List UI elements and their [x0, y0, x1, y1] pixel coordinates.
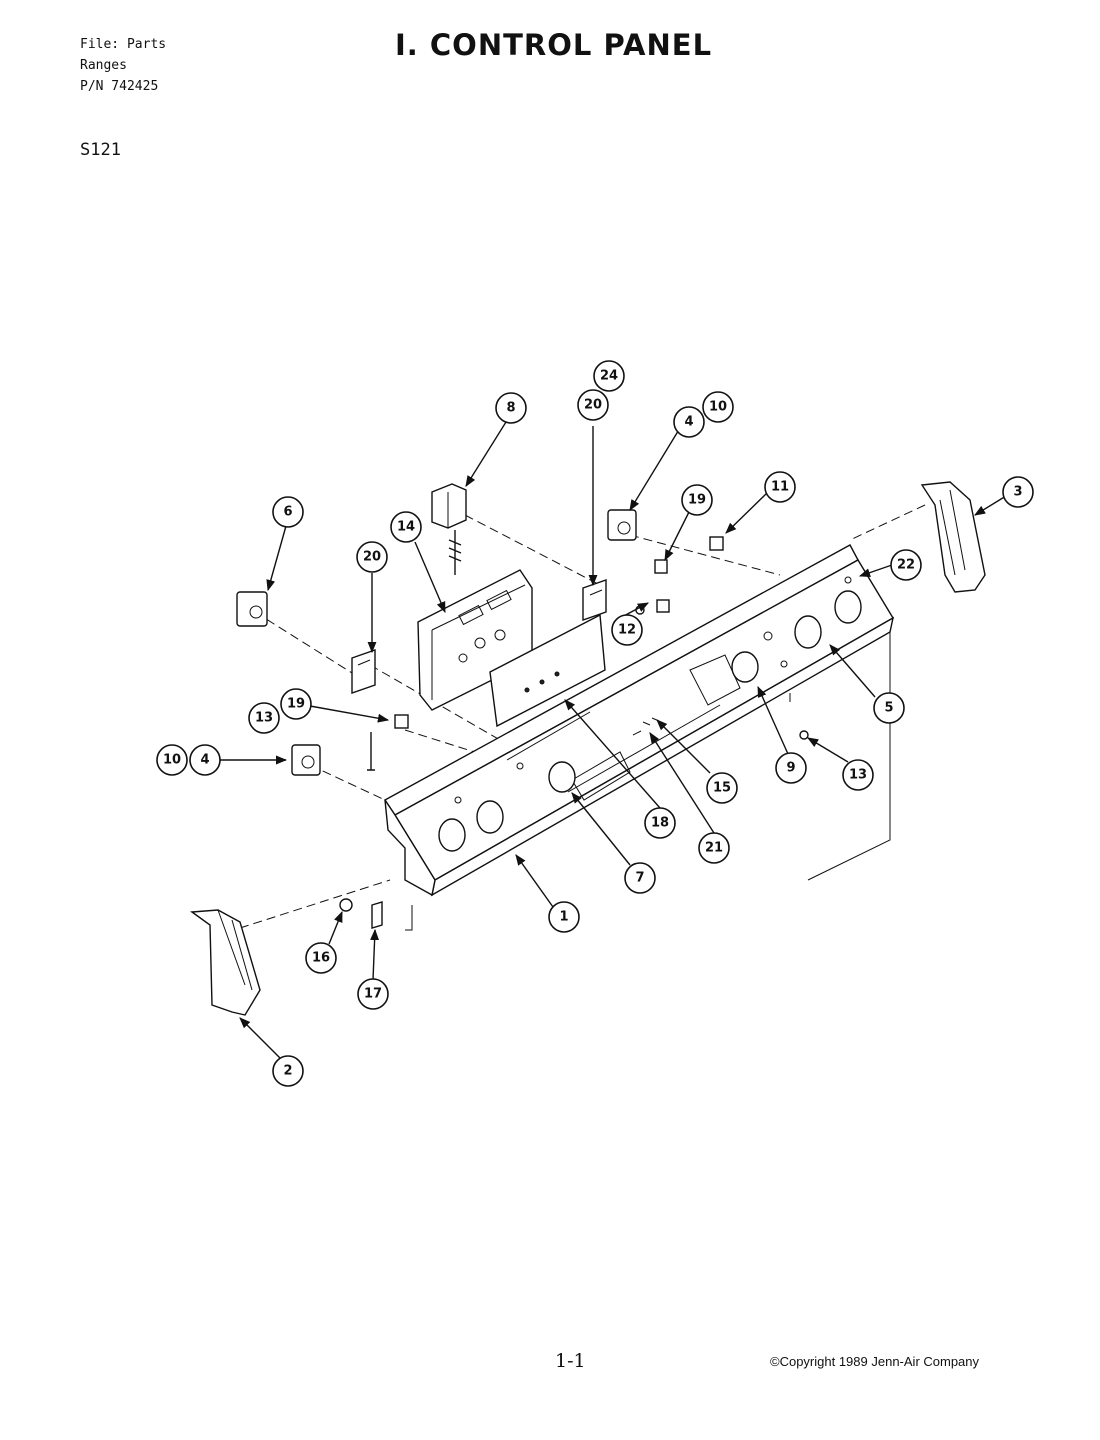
- leader-arrows: [220, 421, 1007, 1059]
- svg-text:11: 11: [771, 480, 789, 495]
- clip-17: [371, 901, 383, 929]
- svg-text:17: 17: [364, 987, 382, 1002]
- callout-7: 7: [624, 862, 656, 894]
- screw-13-right: [799, 730, 809, 740]
- callout-6: 6: [272, 496, 304, 528]
- callout-20-right: 20: [577, 389, 609, 421]
- svg-text:14: 14: [397, 520, 415, 535]
- svg-text:4: 4: [200, 753, 209, 768]
- right-end-cap: [920, 481, 986, 593]
- callout-15: 15: [706, 772, 738, 804]
- part-number-line: P/N 742425: [80, 79, 159, 94]
- clip-11: [709, 536, 724, 551]
- callout-16: 16: [305, 942, 337, 974]
- page-number: 1-1: [555, 1350, 586, 1372]
- callout-24: 24: [593, 360, 625, 392]
- svg-text:7: 7: [635, 871, 644, 886]
- callout-20-left: 20: [356, 541, 388, 573]
- callout-21: 21: [698, 832, 730, 864]
- clip-19-right: [654, 559, 668, 574]
- file-line: File: Parts: [80, 37, 167, 52]
- callout-12: 12: [611, 614, 643, 646]
- callout-1: 1: [548, 901, 580, 933]
- callout-14: 14: [390, 511, 422, 543]
- page-title: I. CONTROL PANEL: [395, 28, 713, 62]
- svg-text:6: 6: [283, 505, 292, 520]
- clip-19-left: [394, 714, 409, 729]
- knob-far-left: [236, 591, 268, 627]
- callout-5: 5: [873, 692, 905, 724]
- knob-left: [291, 744, 321, 776]
- overlay-glass: [489, 613, 606, 728]
- svg-text:10: 10: [709, 400, 727, 415]
- callout-4-left: 4: [189, 744, 221, 776]
- callout-22: 22: [890, 549, 922, 581]
- callout-11: 11: [764, 471, 796, 503]
- svg-text:13: 13: [849, 768, 867, 783]
- callout-4-upper: 4: [673, 406, 705, 438]
- category-line: Ranges: [80, 58, 127, 73]
- file-info-block: File: Parts Ranges P/N 742425: [80, 34, 166, 97]
- svg-text:10: 10: [163, 753, 181, 768]
- callout-8: 8: [495, 392, 527, 424]
- svg-text:13: 13: [255, 711, 273, 726]
- screw-13-left: [367, 732, 375, 771]
- svg-text:12: 12: [618, 623, 636, 638]
- bracket-right: [582, 579, 607, 621]
- switch-bracket: [431, 483, 467, 575]
- callout-19-left: 19: [280, 688, 312, 720]
- svg-text:3: 3: [1013, 485, 1022, 500]
- callout-13-right: 13: [842, 759, 874, 791]
- svg-text:24: 24: [600, 369, 618, 384]
- callout-19-right: 19: [681, 484, 713, 516]
- control-panel-body: [383, 544, 895, 931]
- callout-9: 9: [775, 752, 807, 784]
- callout-2: 2: [272, 1055, 304, 1087]
- callout-18: 18: [644, 807, 676, 839]
- svg-text:4: 4: [684, 415, 693, 430]
- svg-text:5: 5: [884, 701, 893, 716]
- bracket-left: [351, 649, 376, 694]
- svg-text:21: 21: [705, 841, 723, 856]
- screw-16: [339, 898, 353, 912]
- callout-17: 17: [357, 978, 389, 1010]
- callout-10-left: 10: [156, 744, 188, 776]
- knob-upper: [607, 509, 637, 541]
- svg-text:20: 20: [584, 398, 602, 413]
- svg-text:8: 8: [506, 401, 515, 416]
- model-number: S121: [80, 140, 121, 160]
- svg-text:22: 22: [897, 558, 915, 573]
- callout-10-upper: 10: [702, 391, 734, 423]
- svg-text:18: 18: [651, 816, 669, 831]
- svg-text:16: 16: [312, 951, 330, 966]
- svg-text:1: 1: [559, 910, 568, 925]
- svg-text:19: 19: [287, 697, 305, 712]
- copyright-notice: ©Copyright 1989 Jenn-Air Company: [770, 1354, 980, 1369]
- clip-12: [656, 599, 670, 613]
- svg-text:2: 2: [283, 1064, 292, 1079]
- callout-13-left: 13: [248, 702, 280, 734]
- svg-text:15: 15: [713, 781, 731, 796]
- left-end-cap: [190, 909, 261, 1016]
- svg-text:20: 20: [363, 550, 381, 565]
- svg-text:19: 19: [688, 493, 706, 508]
- svg-text:9: 9: [786, 761, 795, 776]
- callout-3: 3: [1002, 476, 1034, 508]
